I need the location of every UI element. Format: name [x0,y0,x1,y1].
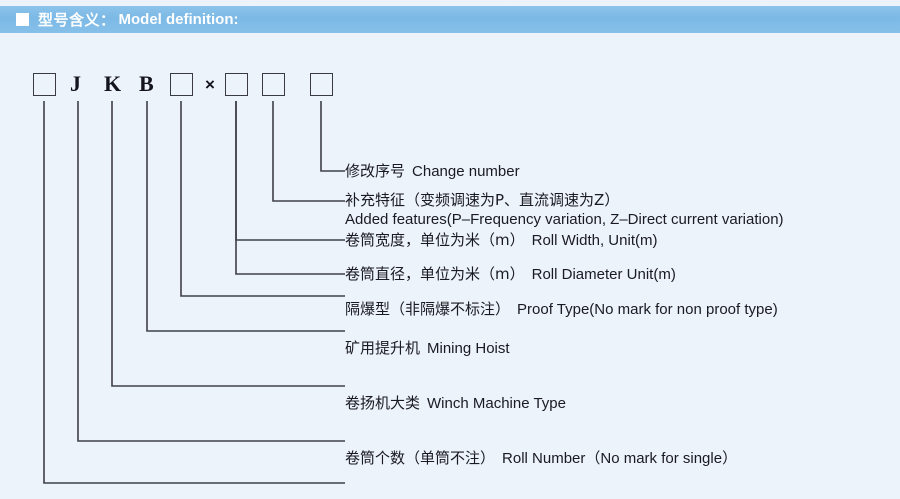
leader-roll-number [77,101,345,442]
label-proof-type-cn: 隔爆型（非隔爆不标注） [345,300,511,318]
label-roll-width: 卷筒宽度，单位为米（m） Roll Width, Unit(m) [345,231,657,250]
label-roll-width-en: Roll Width, Unit(m) [531,232,658,249]
code-letter-k-glyph: K [104,71,122,96]
leader-proof-type [180,101,345,297]
code-box-roll-width [262,70,285,98]
label-added-features-en-sub: Added features(P–Frequency variation, Z–… [345,211,784,228]
square-bullet-icon [16,13,29,26]
section-header-bar: 型号含义： Model definition: [0,6,900,33]
leader-mining-hoist [146,101,345,332]
code-box-roll-number-placeholder [33,72,56,96]
code-box-change-number [310,70,333,98]
label-roll-diameter: 卷筒直径，单位为米（m） Roll Diameter Unit(m) [345,265,676,284]
code-box-roll-diameter [225,70,248,98]
header-title-en: Model definition: [118,11,239,28]
code-box-roll-width-placeholder [262,72,285,96]
code-box-roll-number [33,70,56,98]
code-letter-b-glyph: B [139,71,154,96]
label-roll-width-cn: 卷筒宽度，单位为米（m） [345,231,525,249]
label-proof-type-en: Proof Type(No mark for non proof type) [517,301,778,318]
label-winch-type: 卷扬机大类 Winch Machine Type [345,394,566,413]
code-letter-b: B [139,70,154,98]
label-winch-type-en: Winch Machine Type [427,395,566,412]
label-change-number-en: Change number [412,163,520,180]
label-mining-hoist-cn: 矿用提升机 [345,339,421,357]
leader-roll-diameter [235,101,345,275]
label-roll-diameter-cn: 卷筒直径，单位为米（m） [345,265,525,283]
label-roll-diameter-en: Roll Diameter Unit(m) [531,266,676,283]
multiply-icon: × [205,74,215,94]
label-proof-type: 隔爆型（非隔爆不标注） Proof Type(No mark for non pr… [345,300,778,319]
label-roll-number-en: Roll Number（No mark for single） [502,450,738,467]
leader-change-number [320,101,345,172]
code-letter-k: K [104,70,121,98]
code-multiply-sign: × [205,70,215,98]
label-roll-number: 卷筒个数（单筒不注） Roll Number（No mark for single… [345,449,737,468]
label-roll-number-cn: 卷筒个数（单筒不注） [345,449,496,467]
code-box-roll-diameter-placeholder [225,72,248,96]
code-letter-j: J [70,70,81,98]
label-mining-hoist: 矿用提升机 Mining Hoist [345,339,510,358]
code-letter-j-glyph: J [70,71,81,96]
label-change-number: 修改序号 Change number [345,162,520,181]
code-box-proof-type-placeholder [170,72,193,96]
code-box-proof-type [170,70,193,98]
label-added-features-cn: 补充特征（变频调速为P、直流调速为Z） [345,191,620,209]
leader-outer-frame [43,101,345,484]
leader-added-features [272,101,345,202]
label-change-number-cn: 修改序号 [345,162,406,180]
code-box-change-number-placeholder [310,72,333,96]
header-title-cn: 型号含义： [38,11,116,29]
label-winch-type-cn: 卷扬机大类 [345,394,421,412]
leader-roll-width [235,101,345,241]
leader-winch-type [111,101,345,387]
label-added-features: 补充特征（变频调速为P、直流调速为Z） [345,191,619,210]
label-mining-hoist-en: Mining Hoist [427,340,510,357]
